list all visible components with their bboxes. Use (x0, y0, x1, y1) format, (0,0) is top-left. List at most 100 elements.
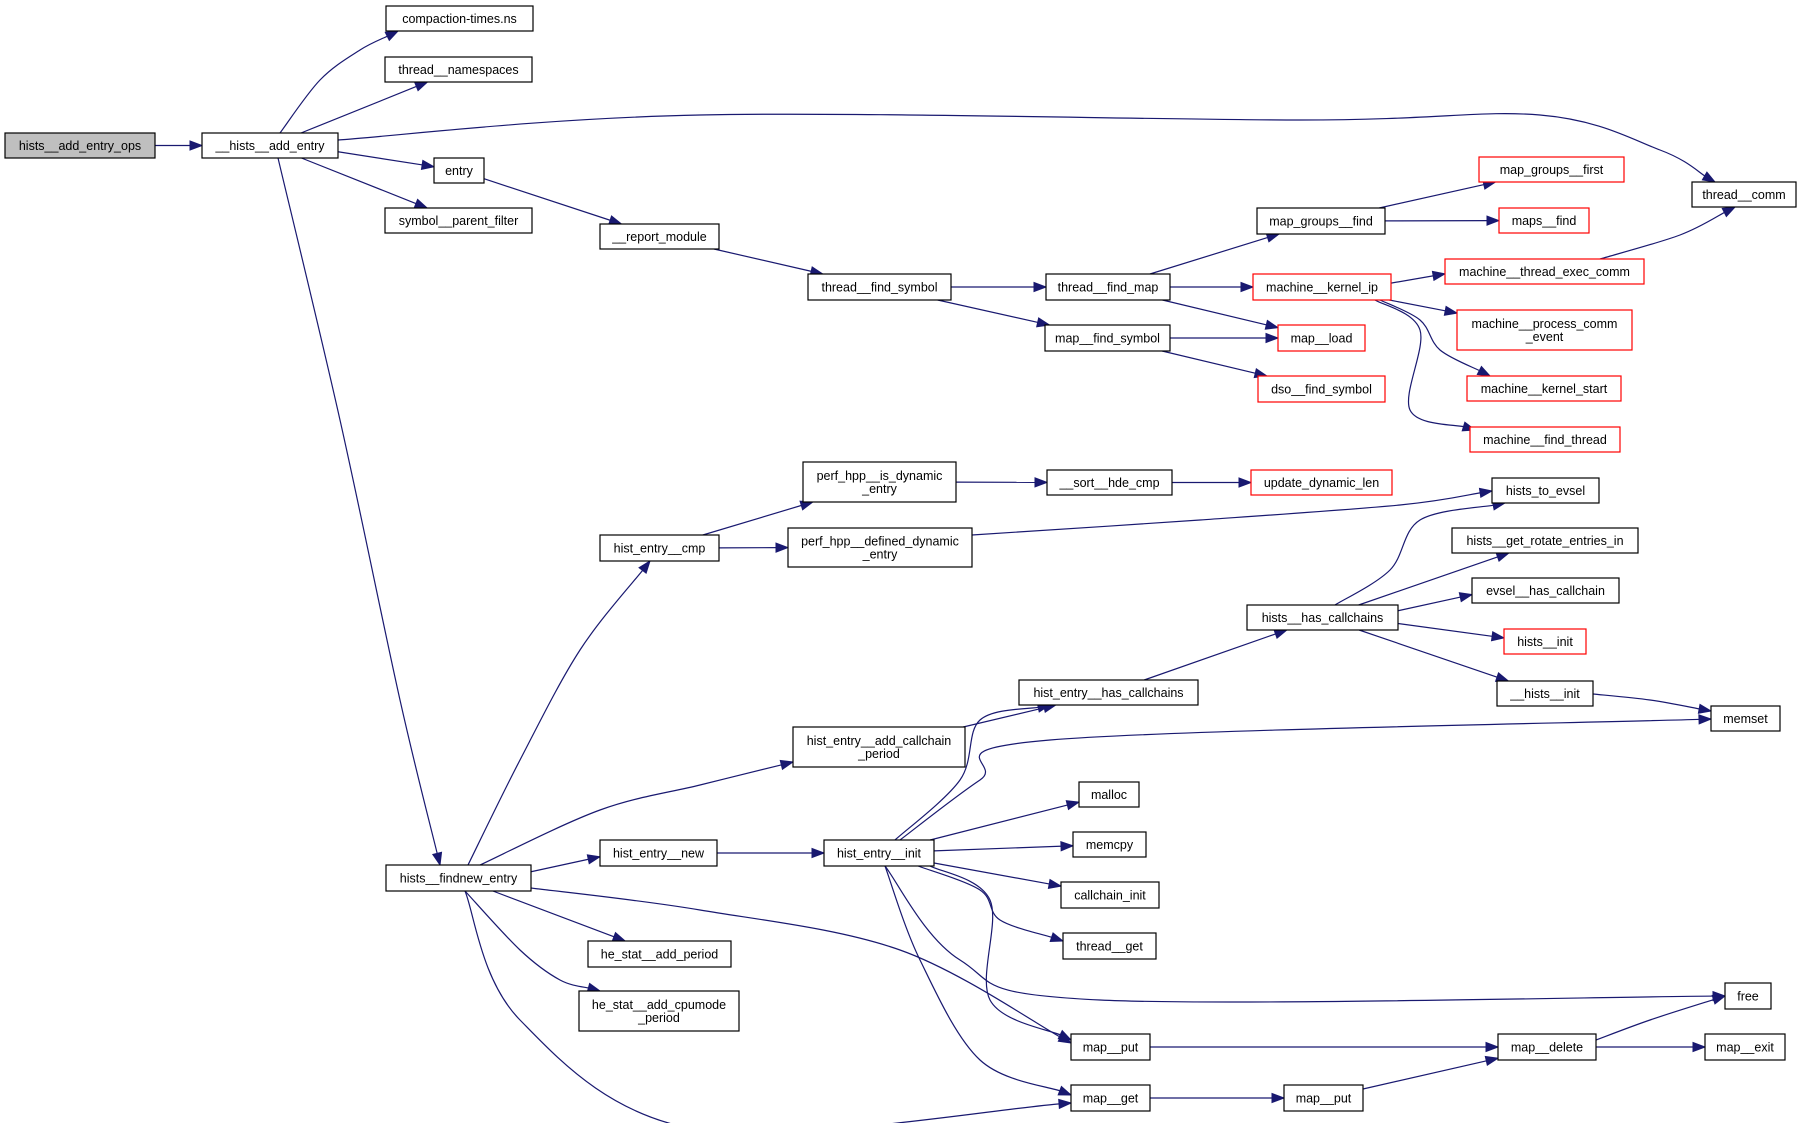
node-label: _entry (861, 482, 897, 496)
node-dso-find-symbol[interactable]: dso__find_symbol (1257, 375, 1386, 403)
node-machine-find-thread[interactable]: machine__find_thread (1469, 426, 1621, 453)
node-label: _period (637, 1011, 680, 1025)
node-hist-entry-init[interactable]: hist_entry__init (823, 839, 935, 867)
node-label: update_dynamic_len (1264, 476, 1379, 490)
node-perf-hpp-is-dynamic-entry[interactable]: perf_hpp__is_dynamic_entry (802, 461, 957, 503)
node-update-dynamic-len[interactable]: update_dynamic_len (1250, 469, 1393, 496)
node-map-get[interactable]: map__get (1070, 1084, 1151, 1112)
node-label: machine__kernel_ip (1266, 281, 1378, 295)
node-memset[interactable]: memset (1710, 705, 1781, 732)
node-label: perf_hpp__is_dynamic (817, 469, 943, 483)
node-thread-find-map[interactable]: thread__find_map (1045, 273, 1171, 301)
arrowhead-icon (608, 215, 623, 226)
node-box (1070, 1033, 1151, 1061)
edge-n-heinit-to-n-memset (899, 718, 1702, 841)
node-hists-init[interactable]: __hists__init (1496, 680, 1594, 707)
edge-n-hhc-to-n-hinit (1397, 622, 1495, 638)
node-thread-get[interactable]: thread__get (1062, 932, 1157, 960)
node-box (1277, 324, 1366, 352)
node-label: hists__has_callchains (1262, 611, 1384, 625)
node-label: callchain_init (1074, 889, 1146, 903)
edge-n-hae-to-n-ctns (279, 34, 390, 134)
node-map-delete[interactable]: map__delete (1497, 1033, 1597, 1061)
node-hists-to-evsel[interactable]: hists_to_evsel (1491, 477, 1600, 504)
node-label: hist_entry__has_callchains (1033, 686, 1183, 700)
node-symbol-parent-filter[interactable]: symbol__parent_filter (384, 207, 533, 234)
edge-n-mkip-to-n-mtec (1390, 274, 1436, 284)
arrowhead-icon (1697, 703, 1713, 714)
node-label: thread__find_symbol (821, 281, 937, 295)
node-hist-entry-has-callchains[interactable]: hist_entry__has_callchains (1018, 679, 1199, 706)
node-hist-entry-new[interactable]: hist_entry__new (599, 839, 718, 867)
node-machine-process-comm-event[interactable]: machine__process_comm_event (1456, 309, 1633, 351)
node-label: hist_entry__cmp (614, 542, 706, 556)
node-hists-init[interactable]: hists__init (1503, 628, 1587, 655)
node-label: symbol__parent_filter (399, 214, 519, 228)
node-he-stat-add-cpumode-period[interactable]: he_stat__add_cpumode_period (578, 990, 740, 1032)
node-he-stat-add-period[interactable]: he_stat__add_period (587, 940, 732, 968)
node-hists-add-entry-ops[interactable]: hists__add_entry_ops (4, 132, 156, 159)
edge-n-phdde-to-n-hte (971, 491, 1483, 536)
node-callchain-init[interactable]: callchain_init (1060, 881, 1160, 909)
node-box (792, 726, 966, 768)
node-label: _entry (862, 548, 898, 562)
node-label: memset (1723, 712, 1768, 726)
node-thread-comm[interactable]: thread__comm (1691, 181, 1797, 208)
node-entry[interactable]: entry (433, 157, 485, 184)
node-map-groups-first[interactable]: map_groups__first (1478, 156, 1625, 183)
node-hist-entry-add-callchain-period[interactable]: hist_entry__add_callchain_period (792, 726, 966, 768)
node-report-module[interactable]: __report_module (599, 223, 720, 250)
node-machine-thread-exec-comm[interactable]: machine__thread_exec_comm (1444, 258, 1645, 285)
node-hists-get-rotate-entries-in[interactable]: hists__get_rotate_entries_in (1451, 527, 1639, 554)
node-machine-kernel-start[interactable]: machine__kernel_start (1466, 375, 1622, 402)
arrowhead-icon (1443, 305, 1459, 316)
node-map-find-symbol[interactable]: map__find_symbol (1044, 324, 1171, 352)
node-label: hists__findnew_entry (400, 872, 518, 886)
node-label: evsel__has_callchain (1486, 584, 1605, 598)
node-box (1072, 831, 1147, 858)
node-memcpy[interactable]: memcpy (1072, 831, 1147, 858)
node-label: hists__add_entry_ops (19, 139, 141, 153)
node-label: __report_module (611, 230, 707, 244)
node-malloc[interactable]: malloc (1078, 781, 1140, 808)
arrowhead-icon (1476, 365, 1492, 377)
node-label: __hists__add_entry (214, 139, 325, 153)
node-hists-findnew-entry[interactable]: hists__findnew_entry (385, 864, 532, 892)
node-label: __hists__init (1509, 687, 1580, 701)
node-free[interactable]: free (1724, 982, 1772, 1010)
node-sort-hde-cmp[interactable]: __sort__hde_cmp (1046, 469, 1173, 496)
node-box (1046, 469, 1173, 496)
node-hist-entry-cmp[interactable]: hist_entry__cmp (599, 534, 720, 562)
node-thread-namespaces[interactable]: thread__namespaces (384, 56, 533, 83)
node-box (599, 839, 718, 867)
node-perf-hpp-defined-dynamic-entry[interactable]: perf_hpp__defined_dynamic_entry (787, 527, 973, 568)
node-map-exit[interactable]: map__exit (1704, 1033, 1786, 1061)
node-compaction-times-ns[interactable]: compaction-times.ns (385, 5, 534, 32)
node-box (1070, 1084, 1151, 1112)
node-label: dso__find_symbol (1271, 383, 1372, 397)
edge-n-mkip-to-n-mks (1379, 299, 1482, 372)
arrowhead-icon (1486, 215, 1501, 226)
node-box (1451, 527, 1639, 554)
node-thread-find-symbol[interactable]: thread__find_symbol (807, 273, 952, 301)
node-maps-find[interactable]: maps__find (1498, 207, 1590, 234)
node-hists-has-callchains[interactable]: hists__has_callchains (1246, 604, 1399, 631)
node-box (1062, 932, 1157, 960)
node-map-put[interactable]: map__put (1070, 1033, 1151, 1061)
arrowhead-icon (1692, 1041, 1707, 1053)
node-evsel-has-callchain[interactable]: evsel__has_callchain (1471, 577, 1620, 604)
node-box (807, 273, 952, 301)
node-map-load[interactable]: map__load (1277, 324, 1366, 352)
arrowhead-icon (1273, 629, 1289, 640)
node-label: entry (445, 164, 474, 178)
node-label: _event (1525, 330, 1564, 344)
node-machine-kernel-ip[interactable]: machine__kernel_ip (1252, 273, 1392, 301)
node-map-put[interactable]: map__put (1283, 1084, 1364, 1112)
node-label: malloc (1091, 788, 1127, 802)
node-box (201, 132, 339, 159)
node-map-groups-find[interactable]: map_groups__find (1256, 207, 1386, 235)
node-label: map__put (1083, 1041, 1139, 1055)
node-hists-add-entry[interactable]: __hists__add_entry (201, 132, 339, 159)
edge-n-hae-to-n-spf (301, 157, 419, 205)
edge-n-mfs-to-n-dfs (1161, 350, 1258, 375)
